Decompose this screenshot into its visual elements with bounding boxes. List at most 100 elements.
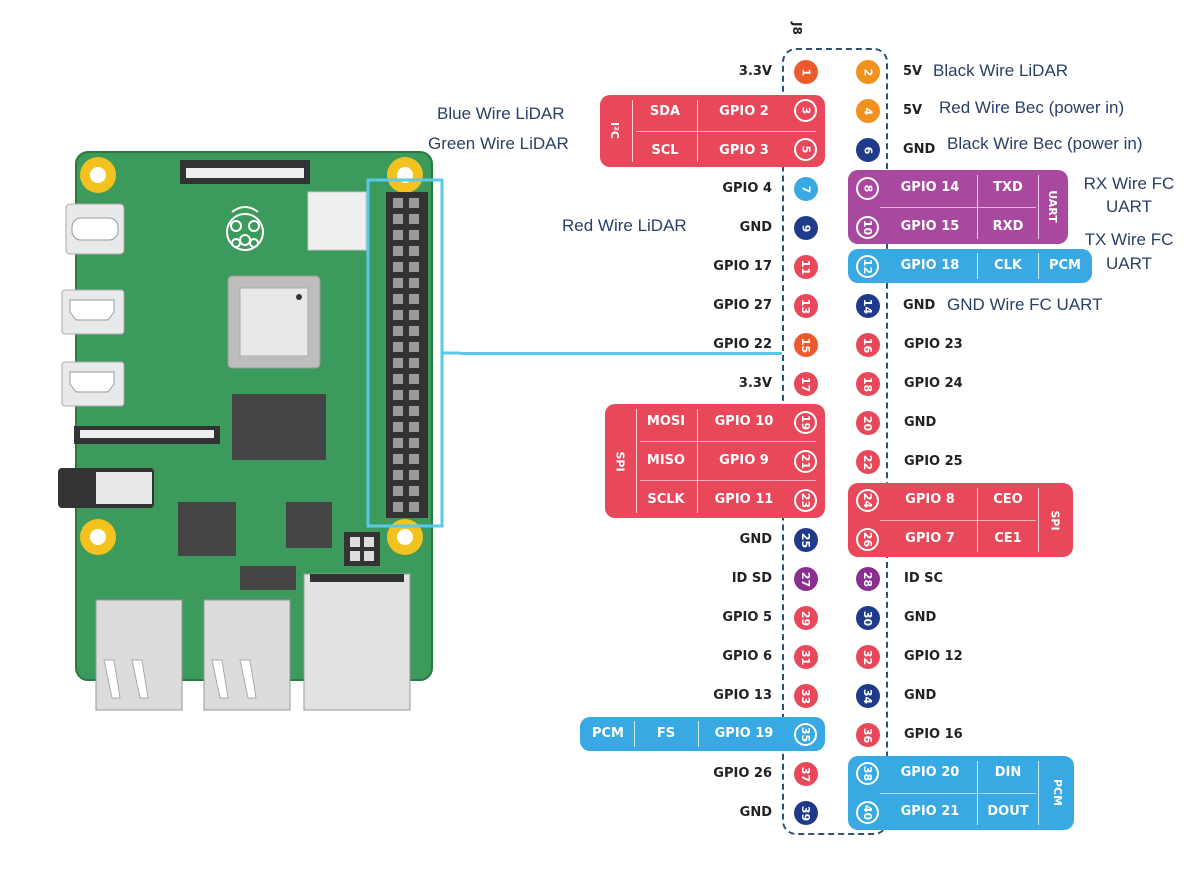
pin-number: 6 — [861, 146, 875, 154]
pin-28: 28 — [856, 567, 880, 591]
pcm-right-bus-label: PCM — [1051, 778, 1065, 807]
pin-number: 16 — [861, 337, 875, 353]
spi-right-bus-label: SPI — [1048, 510, 1062, 531]
pcm-fs-group — [580, 717, 825, 751]
pin-number: 9 — [799, 224, 813, 232]
uart-bus-label: UART — [1045, 190, 1059, 223]
pcm-dout-label: DOUT — [987, 804, 1029, 819]
right-pin-label: GND — [904, 688, 937, 703]
spi-left-group — [605, 404, 825, 518]
uart-gpio14-label: GPIO 14 — [900, 180, 960, 195]
pcm-clk-bus-label: PCM — [1048, 258, 1081, 273]
pin-24: 24 — [856, 489, 879, 512]
pin-35: 35 — [794, 723, 817, 746]
pin-number: 24 — [861, 492, 874, 509]
right-pin-label: GND — [904, 610, 937, 625]
pin-number: 34 — [861, 688, 875, 704]
pin-number: 40 — [861, 804, 874, 821]
pin-number: 4 — [861, 107, 875, 115]
left-pin-label: ID SD — [731, 571, 772, 586]
pin-number: 10 — [861, 219, 874, 236]
pin-25: 25 — [794, 528, 818, 552]
pin-number: 21 — [799, 453, 812, 470]
note-rx-wire-uart: UART — [1106, 197, 1152, 216]
pin-11: 11 — [794, 255, 818, 279]
pin-4: 4 — [856, 99, 880, 123]
right-pin-label: GPIO 16 — [904, 727, 963, 742]
right-pin-label: GND — [903, 142, 936, 157]
pin-38: 38 — [856, 762, 879, 785]
spi-mosi-label: MOSI — [646, 414, 686, 429]
i2c-sda-label: SDA — [649, 104, 681, 119]
note-green-wire-lidar: Green Wire LiDAR — [428, 134, 569, 153]
spi-left-bus-label: SPI — [613, 451, 627, 472]
pin-number: 23 — [799, 492, 812, 509]
pin-18: 18 — [856, 372, 880, 396]
left-pin-label: GPIO 27 — [713, 298, 772, 313]
spi-miso-label: MISO — [646, 453, 686, 468]
right-pin-label: 5V — [903, 64, 923, 79]
pin-number: 8 — [861, 184, 874, 193]
spi-ce1-label: CE1 — [994, 531, 1022, 546]
pin-32: 32 — [856, 645, 880, 669]
uart-txd-label: TXD — [993, 180, 1023, 195]
raspberry-logo-icon — [226, 206, 264, 251]
pin-number: 26 — [861, 531, 874, 548]
pin-22: 22 — [856, 450, 880, 474]
pin-number: 31 — [799, 649, 813, 665]
left-pin-label: GPIO 6 — [722, 649, 772, 664]
pin-36: 36 — [856, 723, 880, 747]
pin-number: 35 — [799, 726, 812, 743]
pin-3: 3 — [794, 99, 817, 122]
pcm-din-label: DIN — [994, 765, 1022, 780]
pcm-clk-group — [848, 249, 1092, 283]
pin-number: 38 — [861, 765, 874, 782]
pin-number: 14 — [861, 298, 875, 314]
right-pin-label: GPIO 23 — [904, 337, 963, 352]
pin-number: 32 — [861, 649, 875, 665]
pin-number: 27 — [799, 571, 813, 587]
right-pin-label: ID SC — [904, 571, 944, 586]
uart-gpio15-label: GPIO 15 — [900, 219, 960, 234]
pin-6: 6 — [856, 138, 880, 162]
board-header-pins — [393, 198, 419, 512]
note-red-wire-lidar: Red Wire LiDAR — [562, 216, 687, 235]
pin-number: 15 — [799, 337, 813, 353]
note-black-wire-lidar: Black Wire LiDAR — [933, 61, 1069, 80]
right-pin-label: GPIO 24 — [904, 376, 963, 391]
pin-8: 8 — [856, 177, 879, 200]
pin-1: 1 — [794, 60, 818, 84]
pcm-gpio21-label: GPIO 21 — [900, 804, 960, 819]
pin-number: 28 — [861, 571, 875, 587]
note-tx-wire-fc: TX Wire FC — [1084, 230, 1174, 249]
pin-number: 39 — [799, 805, 813, 821]
left-pin-label: GND — [739, 220, 772, 235]
note-red-wire-bec: Red Wire Bec (power in) — [939, 98, 1125, 117]
pin-16: 16 — [856, 333, 880, 357]
right-pin-label: 5V — [903, 103, 923, 118]
pin-number: 7 — [799, 185, 813, 193]
right-pin-label: GND — [904, 415, 937, 430]
pin-number: 18 — [861, 376, 875, 392]
pcm-clk-label: CLK — [994, 258, 1022, 273]
spi-ce0-label: CEO — [993, 492, 1023, 507]
pin-30: 30 — [856, 606, 880, 630]
spi-gpio9-label: GPIO 9 — [719, 453, 769, 468]
pin-number: 36 — [861, 727, 875, 743]
pin-17: 17 — [794, 372, 818, 396]
left-pin-label: GPIO 5 — [722, 610, 772, 625]
connector-line-extension — [460, 352, 782, 355]
pin-number: 37 — [799, 766, 813, 782]
pin-33: 33 — [794, 684, 818, 708]
pin-10: 10 — [856, 216, 879, 239]
pcm-gpio19-label: GPIO 19 — [714, 726, 774, 741]
pin-number: 12 — [861, 258, 874, 275]
pin-number: 11 — [799, 259, 813, 275]
mount-hole-icon — [80, 157, 423, 555]
note-blue-wire-lidar: Blue Wire LiDAR — [437, 104, 565, 123]
left-pin-label: GND — [739, 805, 772, 820]
pin-number: 13 — [799, 298, 813, 314]
pin-number: 25 — [799, 532, 813, 548]
left-pin-label: GND — [739, 532, 772, 547]
